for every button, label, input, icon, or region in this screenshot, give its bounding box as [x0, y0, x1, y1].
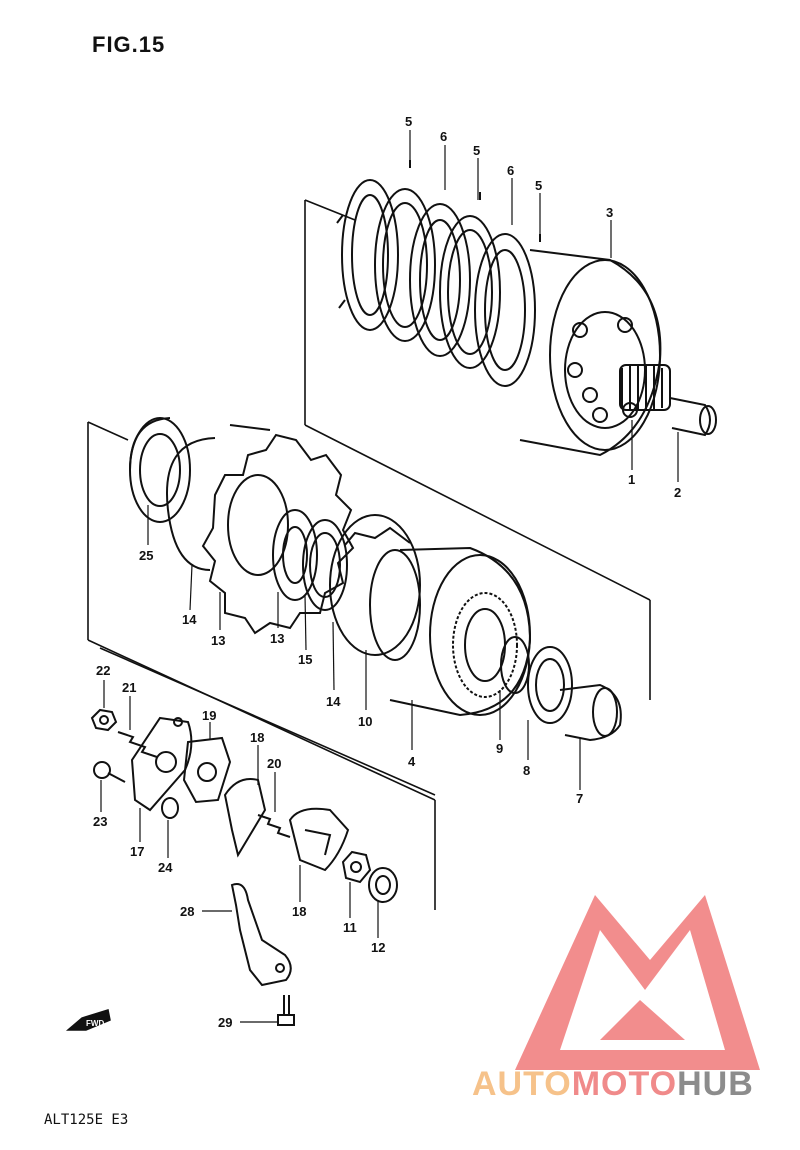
- bearing: [129, 417, 191, 523]
- callout-6b: 6: [507, 163, 514, 178]
- clutch-housing: [389, 546, 532, 717]
- callout-7: 7: [576, 791, 583, 806]
- callout-5b: 5: [473, 143, 480, 158]
- callout-3: 3: [606, 205, 613, 220]
- watermark-hub: HUB: [677, 1065, 754, 1103]
- bearing-8: [527, 646, 573, 724]
- callout-5a: 5: [405, 114, 412, 129]
- callout-28: 28: [180, 904, 194, 919]
- arm-bolt: [277, 995, 295, 1026]
- watermark-text: AUTOMOTOHUB: [472, 1065, 754, 1104]
- callout-8: 8: [523, 763, 530, 778]
- bolt: [93, 761, 126, 783]
- callout-6a: 6: [440, 129, 447, 144]
- middle-assembly-frame: [87, 421, 436, 910]
- nut: [90, 708, 118, 732]
- upper-assembly-frame: [304, 199, 651, 700]
- clutch-drum: [519, 249, 662, 457]
- spacer: [559, 683, 622, 742]
- callout-22: 19: [202, 708, 216, 723]
- thrust-washer: [272, 509, 318, 601]
- mounting-plate: [130, 716, 193, 812]
- callout-11: 11: [343, 920, 357, 935]
- circlip: [166, 424, 271, 571]
- watermark-auto: AUTO: [472, 1065, 572, 1103]
- callout-5c: 5: [535, 178, 542, 193]
- lever-spring: [257, 814, 291, 838]
- washer: [368, 867, 398, 903]
- callout-29: 29: [218, 1015, 232, 1030]
- fwd-label: FWD: [86, 1019, 104, 1028]
- lower-assembly-frame: [99, 647, 436, 796]
- one-way-clutch: [329, 514, 421, 661]
- fwd-arrow-icon: [65, 1009, 111, 1031]
- watermark-moto: MOTO: [571, 1065, 678, 1103]
- cam-plate: [182, 736, 232, 804]
- bearing-9: [500, 636, 530, 694]
- adjuster-spring: [117, 731, 158, 758]
- clutch-arm: [230, 883, 292, 987]
- callout-labels: 5 6 5 6 5 3 1 2 25 14 13 13 15 14 10 4 9…: [93, 114, 681, 1030]
- callout-27: 24: [158, 860, 173, 875]
- callout-19: 25: [139, 548, 153, 563]
- model-code: ALT125E E3: [44, 1112, 129, 1128]
- callout-10: 10: [358, 714, 372, 729]
- figure-title: FIG.15: [92, 32, 166, 57]
- callout-15: 15: [298, 652, 312, 667]
- needle-bearing: [302, 519, 348, 611]
- callout-16: 13: [270, 631, 284, 646]
- collar: [161, 797, 179, 819]
- callout-17: 14: [182, 612, 197, 627]
- callout-21: 18: [250, 730, 264, 745]
- callout-18: 18: [292, 904, 306, 919]
- input-shaft: [619, 364, 671, 411]
- shaft-sleeve: [669, 397, 717, 437]
- callout-24: 21: [122, 680, 136, 695]
- clutch-plates: [336, 160, 541, 387]
- lock-nut: [341, 850, 372, 884]
- callout-4: 4: [408, 754, 416, 769]
- release-holder: [288, 807, 350, 872]
- callout-14: 14: [326, 694, 341, 709]
- callout-25: 22: [96, 663, 110, 678]
- watermark-logo-icon: [515, 895, 760, 1070]
- callout-12: 12: [371, 940, 385, 955]
- release-lever: [223, 778, 267, 858]
- callout-2: 2: [674, 485, 681, 500]
- callout-13: 13: [211, 633, 225, 648]
- callout-9: 9: [496, 741, 503, 756]
- leader-lines: [100, 130, 679, 1023]
- callout-26: 23: [93, 814, 107, 829]
- callout-1: 1: [628, 472, 635, 487]
- callout-20: 17: [130, 844, 144, 859]
- callout-23: 20: [267, 756, 281, 771]
